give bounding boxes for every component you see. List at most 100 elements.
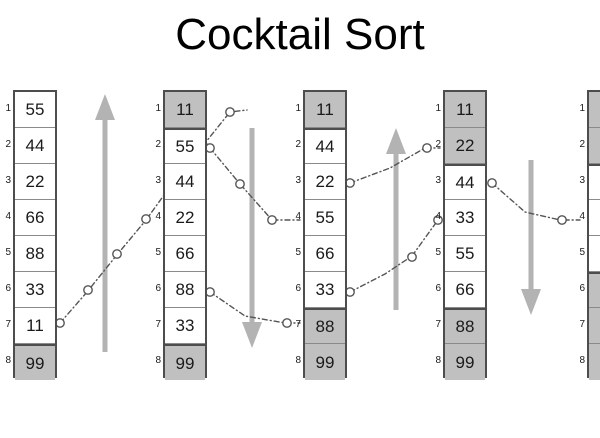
array-cell[interactable]: 22 <box>165 200 205 236</box>
array-cell[interactable] <box>589 92 600 128</box>
array-cell[interactable]: 99 <box>445 344 485 380</box>
array-cell[interactable]: 22 <box>305 164 345 200</box>
connector-88-pass3 <box>205 287 301 328</box>
row-index-label: 7 <box>435 318 441 330</box>
row-index-label: 5 <box>295 246 301 258</box>
row-index-label: 2 <box>295 138 301 150</box>
row-index-label: 4 <box>5 210 11 222</box>
pass-direction-arrow-down <box>242 128 262 348</box>
row-index-label: 8 <box>5 354 11 366</box>
array-cell[interactable]: 33 <box>305 272 345 308</box>
pass-direction-arrow-up <box>95 94 115 352</box>
array-cell[interactable]: 22 <box>445 128 485 164</box>
array-cell[interactable]: 88 <box>165 272 205 308</box>
element-marker-icon <box>141 214 151 224</box>
element-marker-icon <box>487 178 497 188</box>
connector-55-pass3 <box>205 143 301 225</box>
element-marker-icon <box>235 179 245 189</box>
row-index-label: 3 <box>155 174 161 186</box>
array-cell[interactable]: 88 <box>445 308 485 344</box>
row-index-label: 4 <box>155 210 161 222</box>
array-cell[interactable]: 55 <box>305 200 345 236</box>
array-cell[interactable] <box>589 308 600 344</box>
row-index-label: 5 <box>579 246 585 258</box>
array-cell[interactable]: 55 <box>15 92 55 128</box>
array-cell[interactable] <box>589 272 600 308</box>
pass-direction-arrow-down <box>521 160 541 315</box>
row-index-label: 5 <box>435 246 441 258</box>
element-marker-icon <box>205 287 215 297</box>
array-cell[interactable]: 99 <box>305 344 345 380</box>
array-cell[interactable]: 44 <box>15 128 55 164</box>
row-index-label: 5 <box>5 246 11 258</box>
arrow-head-down-icon <box>242 322 262 348</box>
row-index-label: 3 <box>5 174 11 186</box>
array-cell[interactable]: 11 <box>445 92 485 128</box>
row-index-label: 8 <box>579 354 585 366</box>
array-cell[interactable]: 55 <box>165 128 205 164</box>
array-cell[interactable]: 44 <box>445 164 485 200</box>
element-marker-icon <box>55 318 65 328</box>
array-cell[interactable] <box>589 128 600 164</box>
array-cell[interactable]: 55 <box>445 236 485 272</box>
row-index-label: 4 <box>579 210 585 222</box>
connector-22-pass4 <box>345 143 441 188</box>
element-marker-icon <box>345 178 355 188</box>
element-marker-icon <box>112 249 122 259</box>
row-index-label: 5 <box>155 246 161 258</box>
row-index-label: 3 <box>435 174 441 186</box>
connector-path <box>491 182 581 221</box>
row-index-label: 7 <box>295 318 301 330</box>
row-index-label: 3 <box>295 174 301 186</box>
arrow-head-up-icon <box>95 94 115 120</box>
row-index-label: 7 <box>155 318 161 330</box>
row-index-label: 8 <box>295 354 301 366</box>
element-marker-icon <box>407 252 417 262</box>
array-cell[interactable]: 22 <box>15 164 55 200</box>
array-cell[interactable]: 88 <box>305 308 345 344</box>
element-marker-icon <box>225 107 235 117</box>
array-cell[interactable]: 66 <box>305 236 345 272</box>
connector-33-pass4 <box>345 215 443 297</box>
array-cell[interactable]: 44 <box>165 164 205 200</box>
array-cell[interactable]: 11 <box>165 92 205 128</box>
array-cell[interactable]: 33 <box>445 200 485 236</box>
row-index-label: 7 <box>579 318 585 330</box>
row-index-label: 8 <box>155 354 161 366</box>
row-index-label: 1 <box>295 102 301 114</box>
pass-direction-arrow-up <box>386 128 406 310</box>
array-cell[interactable] <box>589 164 600 200</box>
array-cell[interactable]: 99 <box>15 344 55 380</box>
connector-path <box>209 147 301 221</box>
array-cell[interactable]: 11 <box>305 92 345 128</box>
array-cell[interactable]: 66 <box>165 236 205 272</box>
array-cell[interactable]: 33 <box>165 308 205 344</box>
array-cell[interactable] <box>589 344 600 380</box>
connector-path <box>349 147 441 184</box>
row-index-label: 7 <box>5 318 11 330</box>
array-cell[interactable]: 88 <box>15 236 55 272</box>
array-cell[interactable]: 44 <box>305 128 345 164</box>
page-title: Cocktail Sort <box>175 10 425 59</box>
array-cell[interactable] <box>589 236 600 272</box>
array-cell[interactable] <box>589 200 600 236</box>
row-index-label: 1 <box>155 102 161 114</box>
row-index-label: 3 <box>579 174 585 186</box>
array-cell[interactable]: 33 <box>15 272 55 308</box>
connector-path <box>349 219 439 293</box>
array-cell[interactable]: 11 <box>15 308 55 344</box>
array-cell[interactable]: 99 <box>165 344 205 380</box>
array-cell[interactable]: 66 <box>445 272 485 308</box>
row-index-label: 2 <box>435 138 441 150</box>
element-marker-icon <box>267 215 277 225</box>
row-index-label: 6 <box>295 282 301 294</box>
array-cell[interactable]: 66 <box>15 200 55 236</box>
row-index-label: 4 <box>435 210 441 222</box>
element-marker-icon <box>345 287 355 297</box>
array-table <box>587 90 600 380</box>
row-index-label: 4 <box>295 210 301 222</box>
row-index-label: 8 <box>435 354 441 366</box>
